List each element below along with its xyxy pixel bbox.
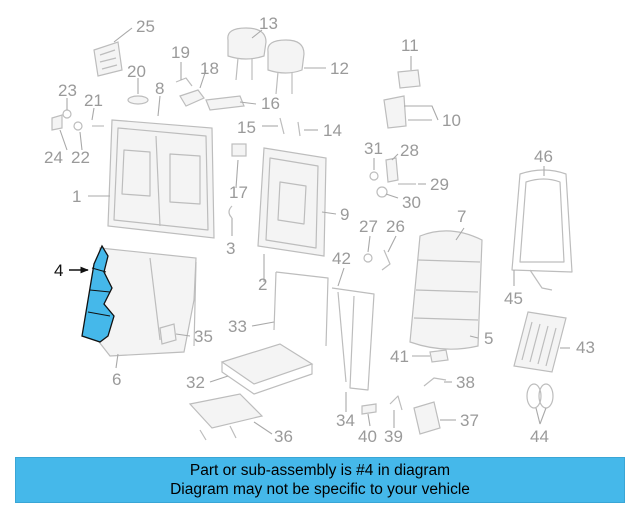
callout-12: 12	[330, 59, 349, 78]
callout-42: 42	[332, 249, 351, 268]
callout-28: 28	[400, 141, 419, 160]
banner-line-part-number: Part or sub-assembly is #4 in diagram	[189, 462, 451, 479]
callout-10: 10	[442, 111, 461, 130]
callout-29: 29	[430, 175, 449, 194]
part-small-hardware	[51, 77, 301, 219]
callout-43: 43	[576, 338, 595, 357]
callout-24: 24	[44, 148, 63, 167]
info-banner: Part or sub-assembly is #4 in diagram Di…	[15, 457, 625, 503]
part-43-pad	[513, 311, 567, 373]
part-small-hardware-bottom	[361, 349, 449, 435]
callout-27: 27	[359, 217, 378, 236]
part-36-track	[188, 393, 264, 441]
part-4-side-bolster-highlighted	[81, 244, 115, 343]
callout-14: 14	[323, 121, 342, 140]
banner-line-disclaimer: Diagram may not be specific to your vehi…	[170, 481, 470, 498]
callout-44: 44	[530, 427, 549, 446]
callout-19: 19	[171, 43, 190, 62]
part-small-hardware-right	[363, 157, 416, 271]
callout-7: 7	[457, 207, 466, 226]
callout-40: 40	[358, 427, 377, 446]
part-10-11-latch	[383, 69, 421, 129]
callout-15: 15	[237, 118, 256, 137]
part-1-seatback-frame	[107, 119, 215, 239]
callout-26: 26	[386, 217, 405, 236]
callout-18: 18	[200, 59, 219, 78]
callout-23: 23	[58, 81, 77, 100]
callout-3: 3	[226, 239, 235, 258]
callout-35: 35	[194, 327, 213, 346]
callout-45: 45	[504, 289, 523, 308]
callout-36: 36	[274, 427, 293, 446]
callout-17: 17	[229, 183, 248, 202]
callout-34: 34	[336, 411, 355, 430]
callout-16: 16	[261, 94, 280, 113]
part-25-bracket	[93, 41, 123, 77]
part-9-seatback-frame	[257, 147, 327, 257]
callout-9: 9	[340, 205, 349, 224]
callout-13: 13	[259, 14, 278, 33]
callout-41: 41	[390, 347, 409, 366]
callout-21: 21	[84, 91, 103, 110]
callout-20: 20	[127, 62, 146, 81]
callout-33: 33	[228, 317, 247, 336]
seat-parts-diagram: 25 13 12 19 18 20 8 16 23 21 24 22 15 14…	[44, 14, 595, 446]
callout-46: 46	[534, 147, 553, 166]
callout-22: 22	[71, 148, 90, 167]
callout-8: 8	[155, 79, 164, 98]
callout-6: 6	[112, 370, 121, 389]
callout-31: 31	[364, 139, 383, 158]
callout-25: 25	[136, 17, 155, 36]
part-33-42-wires	[273, 271, 375, 391]
callout-30: 30	[402, 193, 421, 212]
part-35-bracket	[159, 323, 177, 345]
callout-1: 1	[72, 187, 81, 206]
part-13-headrest	[227, 27, 267, 81]
callout-2: 2	[258, 275, 267, 294]
part-12-headrest	[267, 39, 305, 95]
callout-4: 4	[54, 261, 63, 280]
part-32-cushion	[220, 343, 314, 395]
callout-37: 37	[460, 411, 479, 430]
callout-38: 38	[456, 373, 475, 392]
callout-5: 5	[484, 329, 493, 348]
part-5-seatback-cushion	[409, 230, 483, 350]
leader-lines	[59, 27, 570, 435]
part-44-discs	[526, 383, 554, 409]
callout-39: 39	[384, 427, 403, 446]
callout-11: 11	[401, 36, 419, 55]
part-6-seat-cushion	[95, 247, 197, 357]
callout-32: 32	[186, 373, 205, 392]
callout-numbers: 25 13 12 19 18 20 8 16 23 21 24 22 15 14…	[44, 14, 595, 446]
part-46-frame	[511, 169, 573, 291]
